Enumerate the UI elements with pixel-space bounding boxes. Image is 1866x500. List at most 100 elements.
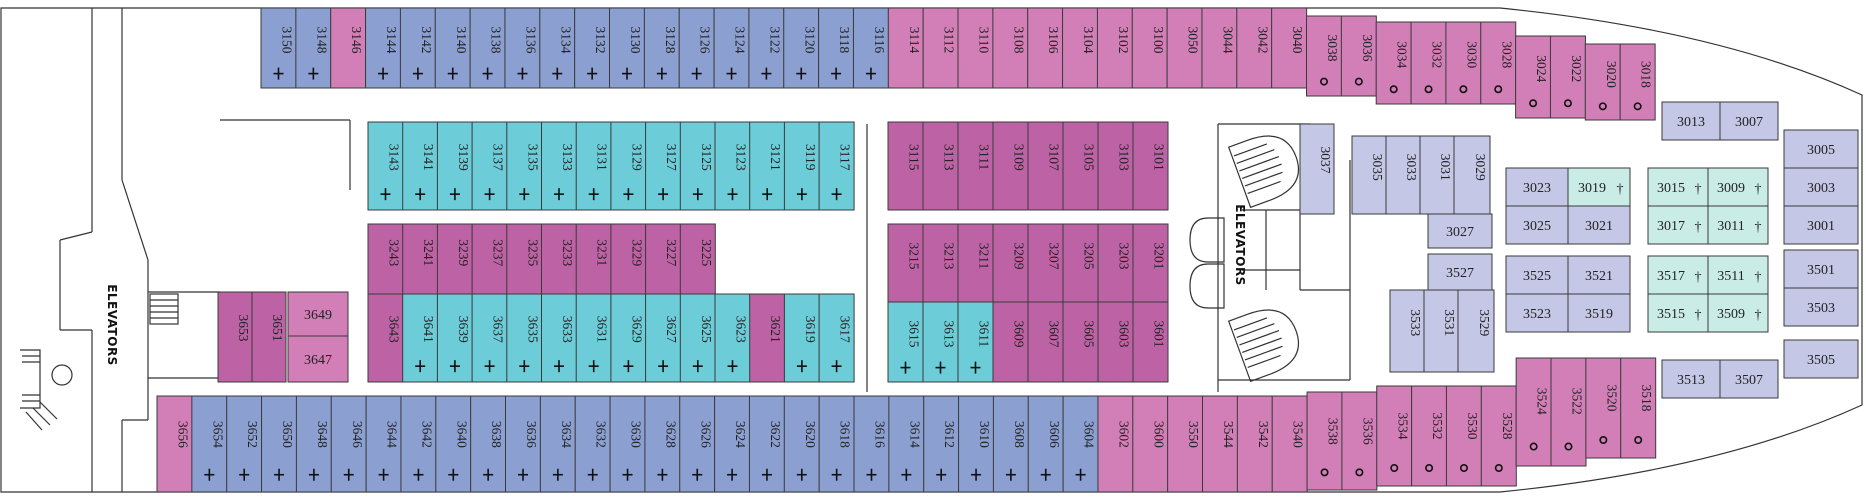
cabin-3108[interactable]: 3108 xyxy=(992,7,1029,89)
cabin-3612[interactable]: 3612 xyxy=(923,395,960,493)
cabin-3122[interactable]: 3122 xyxy=(748,7,785,89)
cabin-3031[interactable]: 3031 xyxy=(1419,135,1455,215)
cabin-3509[interactable]: 3509† xyxy=(1707,293,1769,333)
cabin-3518[interactable]: 3518 xyxy=(1620,357,1657,459)
cabin-3127[interactable]: 3127 xyxy=(645,121,682,211)
cabin-3607[interactable]: 3607 xyxy=(1027,301,1064,383)
cabin-3211[interactable]: 3211 xyxy=(957,223,994,305)
cabin-3648[interactable]: 3648 xyxy=(295,395,332,493)
cabin-3649[interactable]: 3649 xyxy=(287,291,349,337)
cabin-3600[interactable]: 3600 xyxy=(1132,395,1169,493)
cabin-3024[interactable]: 3024 xyxy=(1515,35,1552,119)
cabin-3115[interactable]: 3115 xyxy=(887,121,924,211)
cabin-3140[interactable]: 3140 xyxy=(434,7,471,89)
cabin-3517[interactable]: 3517† xyxy=(1647,255,1709,295)
cabin-3027[interactable]: 3027 xyxy=(1427,213,1493,249)
cabin-3129[interactable]: 3129 xyxy=(610,121,647,211)
cabin-3021[interactable]: 3021 xyxy=(1567,205,1631,245)
cabin-3507[interactable]: 3507 xyxy=(1719,359,1779,399)
cabin-3231[interactable]: 3231 xyxy=(575,223,612,297)
cabin-3235[interactable]: 3235 xyxy=(506,223,543,297)
cabin-3111[interactable]: 3111 xyxy=(957,121,994,211)
cabin-3025[interactable]: 3025 xyxy=(1505,205,1569,245)
cabin-3538[interactable]: 3538 xyxy=(1306,391,1343,491)
cabin-3656[interactable]: 3656 xyxy=(156,395,193,493)
cabin-3227[interactable]: 3227 xyxy=(645,223,682,297)
cabin-3615[interactable]: 3615 xyxy=(887,301,924,383)
cabin-3143[interactable]: 3143 xyxy=(367,121,404,211)
cabin-3126[interactable]: 3126 xyxy=(678,7,715,89)
cabin-3009[interactable]: 3009† xyxy=(1707,167,1769,207)
cabin-3121[interactable]: 3121 xyxy=(749,121,786,211)
cabin-3029[interactable]: 3029 xyxy=(1453,135,1491,215)
cabin-3101[interactable]: 3101 xyxy=(1132,121,1169,211)
cabin-3114[interactable]: 3114 xyxy=(887,7,924,89)
cabin-3513[interactable]: 3513 xyxy=(1661,359,1721,399)
cabin-3525[interactable]: 3525 xyxy=(1505,255,1569,295)
cabin-3241[interactable]: 3241 xyxy=(402,223,439,297)
cabin-3138[interactable]: 3138 xyxy=(469,7,506,89)
cabin-3018[interactable]: 3018 xyxy=(1619,43,1656,121)
cabin-3531[interactable]: 3531 xyxy=(1423,289,1459,373)
cabin-3106[interactable]: 3106 xyxy=(1027,7,1064,89)
cabin-3237[interactable]: 3237 xyxy=(471,223,508,297)
cabin-3501[interactable]: 3501 xyxy=(1783,249,1859,289)
cabin-3239[interactable]: 3239 xyxy=(436,223,473,297)
cabin-3110[interactable]: 3110 xyxy=(957,7,994,89)
cabin-3104[interactable]: 3104 xyxy=(1062,7,1099,89)
cabin-3011[interactable]: 3011† xyxy=(1707,205,1769,245)
cabin-3608[interactable]: 3608 xyxy=(992,395,1029,493)
cabin-3621[interactable]: 3621 xyxy=(749,293,786,383)
cabin-3134[interactable]: 3134 xyxy=(539,7,576,89)
cabin-3037[interactable]: 3037 xyxy=(1299,123,1335,215)
cabin-3243[interactable]: 3243 xyxy=(367,223,404,297)
cabin-3603[interactable]: 3603 xyxy=(1097,301,1134,383)
cabin-3519[interactable]: 3519 xyxy=(1567,293,1631,333)
cabin-3015[interactable]: 3015† xyxy=(1647,167,1709,207)
cabin-3643[interactable]: 3643 xyxy=(367,293,404,383)
cabin-3620[interactable]: 3620 xyxy=(783,395,820,493)
cabin-3613[interactable]: 3613 xyxy=(922,301,959,383)
cabin-3102[interactable]: 3102 xyxy=(1096,7,1133,89)
cabin-3532[interactable]: 3532 xyxy=(1411,385,1448,487)
cabin-3646[interactable]: 3646 xyxy=(330,395,367,493)
cabin-3007[interactable]: 3007 xyxy=(1719,101,1779,141)
cabin-3631[interactable]: 3631 xyxy=(575,293,612,383)
cabin-3117[interactable]: 3117 xyxy=(818,121,855,211)
cabin-3215[interactable]: 3215 xyxy=(887,223,924,305)
cabin-3207[interactable]: 3207 xyxy=(1027,223,1064,305)
cabin-3233[interactable]: 3233 xyxy=(541,223,577,297)
cabin-3604[interactable]: 3604 xyxy=(1062,395,1099,493)
cabin-3529[interactable]: 3529 xyxy=(1457,289,1495,373)
cabin-3036[interactable]: 3036 xyxy=(1340,15,1377,97)
cabin-3050[interactable]: 3050 xyxy=(1166,7,1203,89)
cabin-3139[interactable]: 3139 xyxy=(436,121,473,211)
cabin-3606[interactable]: 3606 xyxy=(1027,395,1064,493)
cabin-3017[interactable]: 3017† xyxy=(1647,205,1709,245)
cabin-3130[interactable]: 3130 xyxy=(609,7,645,89)
cabin-3136[interactable]: 3136 xyxy=(504,7,541,89)
cabin-3637[interactable]: 3637 xyxy=(471,293,508,383)
cabin-3638[interactable]: 3638 xyxy=(470,395,507,493)
cabin-3616[interactable]: 3616 xyxy=(853,395,890,493)
cabin-3647[interactable]: 3647 xyxy=(287,335,349,383)
cabin-3634[interactable]: 3634 xyxy=(539,395,576,493)
cabin-3503[interactable]: 3503 xyxy=(1783,287,1859,327)
cabin-3229[interactable]: 3229 xyxy=(610,223,647,297)
cabin-3148[interactable]: 3148 xyxy=(295,7,332,89)
cabin-3132[interactable]: 3132 xyxy=(574,7,611,89)
cabin-3630[interactable]: 3630 xyxy=(609,395,646,493)
cabin-3627[interactable]: 3627 xyxy=(645,293,682,383)
cabin-3544[interactable]: 3544 xyxy=(1202,395,1238,493)
cabin-3013[interactable]: 3013 xyxy=(1661,101,1721,141)
cabin-3614[interactable]: 3614 xyxy=(888,395,925,493)
cabin-3654[interactable]: 3654 xyxy=(191,395,228,493)
cabin-3540[interactable]: 3540 xyxy=(1271,395,1308,493)
cabin-3003[interactable]: 3003 xyxy=(1783,167,1859,207)
cabin-3113[interactable]: 3113 xyxy=(922,121,959,211)
cabin-3119[interactable]: 3119 xyxy=(783,121,820,211)
cabin-3109[interactable]: 3109 xyxy=(992,121,1029,211)
cabin-3135[interactable]: 3135 xyxy=(506,121,543,211)
cabin-3515[interactable]: 3515† xyxy=(1647,293,1709,333)
cabin-3642[interactable]: 3642 xyxy=(400,395,437,493)
